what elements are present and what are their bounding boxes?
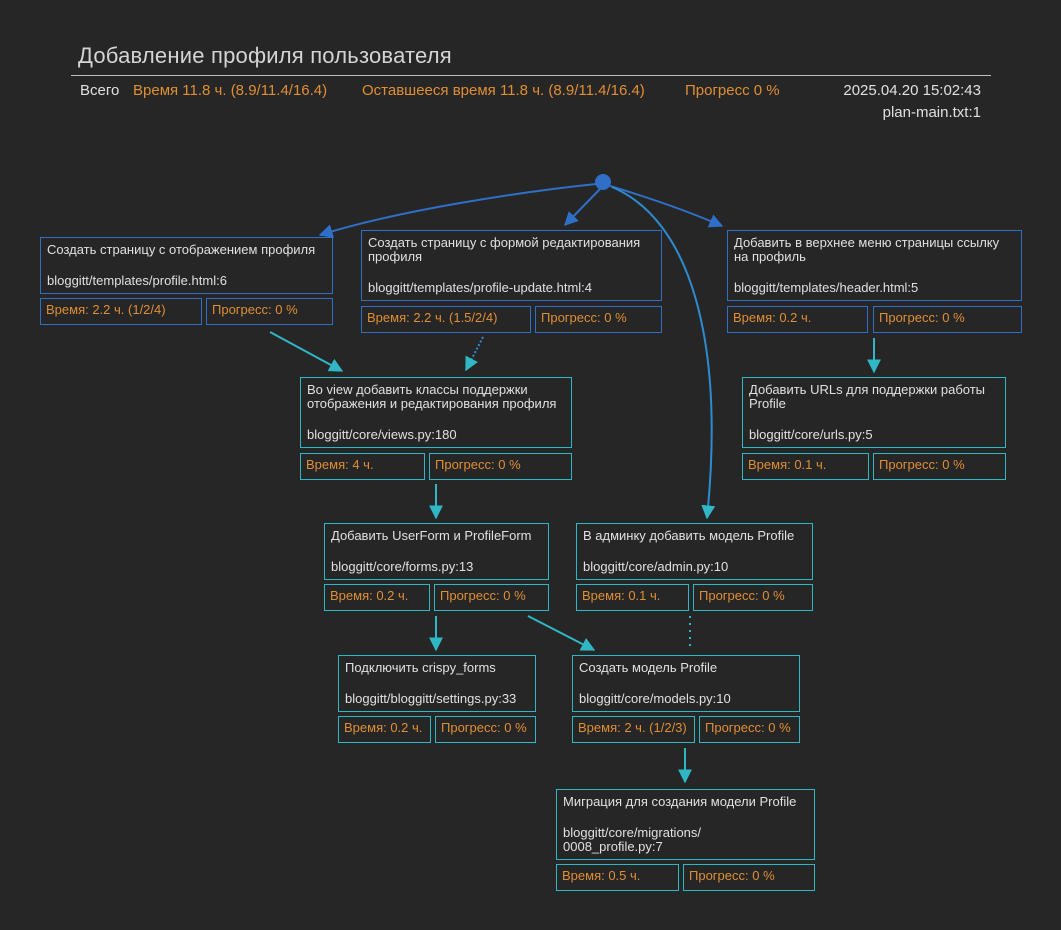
task-time: Время: 0.2 ч. bbox=[338, 716, 431, 743]
remaining-time: Оставшееся время 11.8 ч. (8.9/11.4/16.4) bbox=[362, 82, 645, 99]
task-node-profile[interactable]: Создать страницу с отображением профиля … bbox=[40, 237, 333, 294]
task-time: Время: 0.1 ч. bbox=[742, 453, 869, 480]
task-node-forms[interactable]: Добавить UserForm и ProfileForm bloggitt… bbox=[324, 523, 549, 580]
task-node-header[interactable]: Добавить в верхнее меню страницы ссылку … bbox=[727, 230, 1022, 301]
source-file: plan-main.txt:1 bbox=[882, 104, 981, 121]
task-progress: Прогресс: 0 % bbox=[699, 716, 800, 743]
title-divider bbox=[71, 75, 991, 76]
task-path: bloggitt/core/admin.py:10 bbox=[583, 559, 729, 574]
task-time: Время: 0.2 ч. bbox=[324, 584, 430, 611]
edge-forms-models bbox=[527, 615, 596, 651]
task-title: Подключить crispy_forms bbox=[345, 660, 496, 675]
page-title: Добавление профиля пользователя bbox=[78, 43, 452, 68]
task-progress: Прогресс: 0 % bbox=[435, 716, 536, 743]
edge-root-profile-update bbox=[564, 188, 601, 227]
task-title: Добавить UserForm и ProfileForm bbox=[331, 528, 532, 543]
task-title: Добавить URLs для поддержки работы Profi… bbox=[749, 382, 986, 411]
task-progress: Прогресс: 0 % bbox=[873, 453, 1006, 480]
task-progress: Прогресс: 0 % bbox=[429, 453, 572, 480]
task-time: Время: 0.5 ч. bbox=[556, 864, 679, 891]
task-title: Создать модель Profile bbox=[579, 660, 718, 675]
task-progress: Прогресс: 0 % bbox=[206, 298, 333, 325]
edge-root-header bbox=[609, 185, 724, 228]
timestamp: 2025.04.20 15:02:43 bbox=[843, 82, 981, 99]
task-time: Время: 4 ч. bbox=[300, 453, 425, 480]
total-label: Всего bbox=[80, 82, 120, 99]
edge-profile-update-views bbox=[465, 336, 484, 372]
task-path: bloggitt/core/migrations/ 0008_profile.p… bbox=[563, 825, 702, 854]
task-path: bloggitt/templates/profile.html:6 bbox=[47, 273, 227, 288]
edge-profile-views bbox=[269, 331, 344, 372]
task-time: Время: 2.2 ч. (1/2/4) bbox=[40, 298, 202, 325]
task-title: Создать страницу с формой редактирования… bbox=[368, 235, 641, 264]
task-path: bloggitt/bloggitt/settings.py:33 bbox=[345, 691, 517, 706]
task-path: bloggitt/core/forms.py:13 bbox=[331, 559, 474, 574]
task-title: Во view добавить классы поддержки отобра… bbox=[307, 382, 557, 411]
task-progress: Прогресс: 0 % bbox=[434, 584, 549, 611]
edge-root-admin bbox=[611, 186, 716, 520]
edge-root-profile bbox=[318, 183, 597, 238]
task-path: bloggitt/templates/header.html:5 bbox=[734, 280, 919, 295]
total-progress: Прогресс 0 % bbox=[685, 82, 780, 99]
task-node-models[interactable]: Создать модель Profile bloggitt/core/mod… bbox=[572, 655, 800, 712]
task-path: bloggitt/core/models.py:10 bbox=[579, 691, 731, 706]
task-progress: Прогресс: 0 % bbox=[535, 306, 662, 333]
task-title: В админку добавить модель Profile bbox=[583, 528, 795, 543]
task-title: Создать страницу с отображением профиля bbox=[47, 242, 316, 257]
task-node-urls[interactable]: Добавить URLs для поддержки работы Profi… bbox=[742, 377, 1006, 448]
task-title: Миграция для создания модели Profile bbox=[563, 794, 797, 809]
task-path: bloggitt/templates/profile-update.html:4 bbox=[368, 280, 593, 295]
task-time: Время: 2 ч. (1/2/3) bbox=[572, 716, 695, 743]
task-path: bloggitt/core/views.py:180 bbox=[307, 427, 457, 442]
task-node-profile-update[interactable]: Создать страницу с формой редактирования… bbox=[361, 230, 662, 301]
task-path: bloggitt/core/urls.py:5 bbox=[749, 427, 873, 442]
task-time: Время: 0.2 ч. bbox=[727, 306, 868, 333]
task-progress: Прогресс: 0 % bbox=[693, 584, 813, 611]
task-node-migrations[interactable]: Миграция для создания модели Profile blo… bbox=[556, 789, 815, 860]
task-node-admin[interactable]: В админку добавить модель Profile bloggi… bbox=[576, 523, 813, 580]
task-progress: Прогресс: 0 % bbox=[683, 864, 815, 891]
root-node bbox=[595, 174, 611, 190]
task-title: Добавить в верхнее меню страницы ссылку … bbox=[734, 235, 1000, 264]
task-time: Время: 2.2 ч. (1.5/2/4) bbox=[361, 306, 531, 333]
task-node-settings[interactable]: Подключить crispy_forms bloggitt/bloggit… bbox=[338, 655, 536, 712]
task-progress: Прогресс: 0 % bbox=[873, 306, 1022, 333]
total-time: Время 11.8 ч. (8.9/11.4/16.4) bbox=[133, 82, 328, 99]
task-node-views[interactable]: Во view добавить классы поддержки отобра… bbox=[300, 377, 572, 448]
task-time: Время: 0.1 ч. bbox=[576, 584, 689, 611]
